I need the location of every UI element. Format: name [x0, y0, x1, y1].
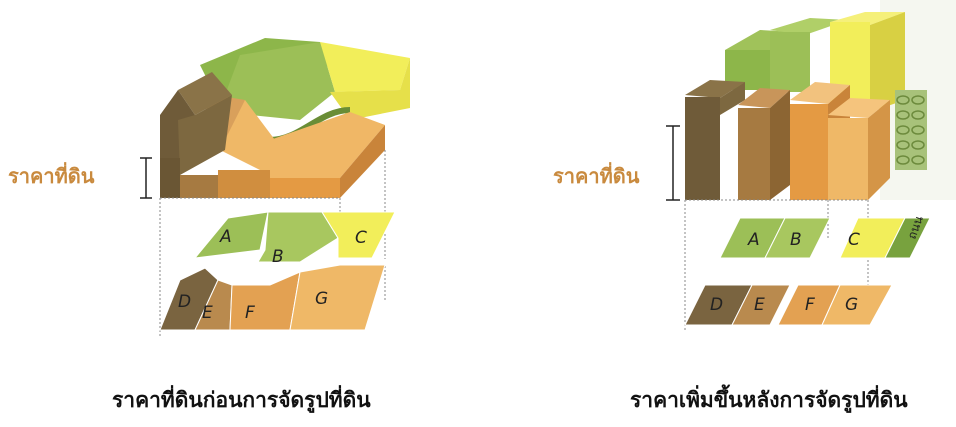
left-plot-label-D: D	[178, 292, 191, 312]
left-plot-label-E: E	[202, 303, 213, 323]
right-price-label: ราคาที่ดิน	[553, 164, 640, 188]
left-plot-label-G: G	[315, 289, 328, 309]
left-plot-label-A: A	[219, 227, 232, 247]
right-plot-label-A: A	[747, 230, 760, 250]
right-plot-label-D: D	[710, 295, 723, 315]
left-plot-label-C: C	[355, 228, 367, 248]
left-caption: ราคาที่ดินก่อนการจัดรูปที่ดิน	[112, 387, 371, 412]
left-plot-label-F: F	[245, 303, 255, 323]
left-block-diagram	[140, 38, 410, 338]
right-caption: ราคาเพิ่มขึ้นหลังการจัดรูปที่ดิน	[630, 387, 908, 412]
right-plot-label-E: E	[754, 295, 765, 315]
right-block-diagram	[666, 12, 927, 330]
right-plot-label-G: G	[845, 295, 858, 315]
right-plot-label-B: B	[790, 230, 802, 250]
left-plot-map	[159, 211, 396, 331]
right-plot-map	[684, 217, 931, 326]
right-plot-label-F: F	[805, 295, 815, 315]
left-plot-label-B: B	[272, 247, 284, 267]
right-plot-label-C: C	[848, 230, 860, 250]
left-price-label: ราคาที่ดิน	[8, 164, 95, 188]
